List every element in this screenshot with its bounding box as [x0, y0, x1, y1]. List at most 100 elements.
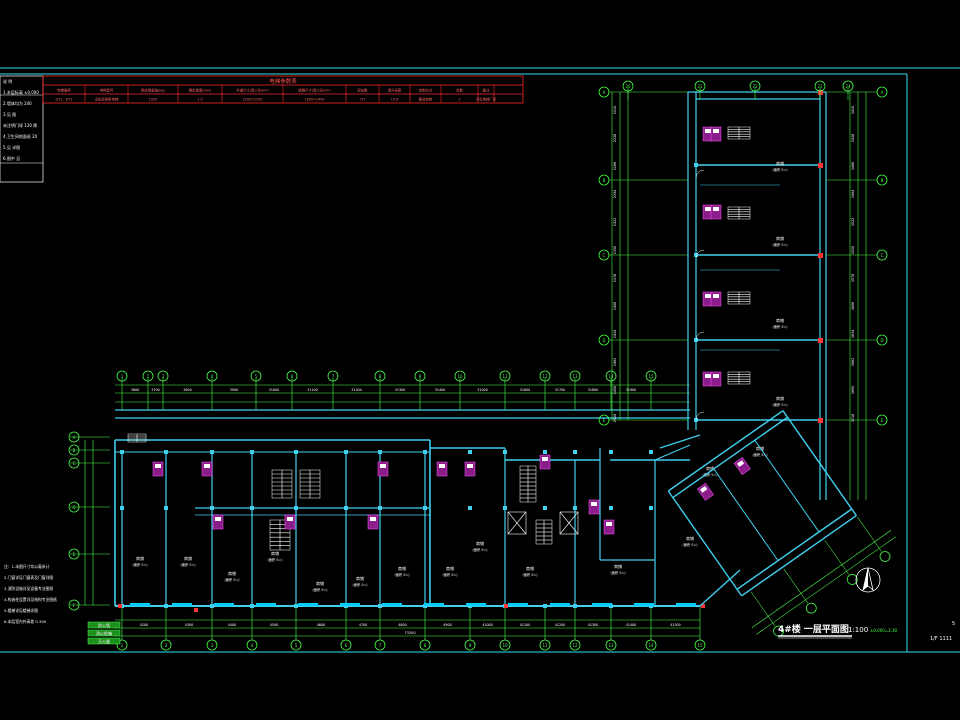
column: [250, 604, 254, 608]
bottom-note-line: 6.本层室内外高差 0.300: [4, 619, 47, 624]
room-area: (面积 S=): [752, 452, 767, 457]
bottom-note-line: 5.楼梯详见楼梯详图: [4, 608, 38, 613]
axis-bubble: [694, 80, 706, 92]
axis-bubble: [68, 444, 80, 456]
dimension-text: 3634: [851, 330, 855, 338]
axis-label: 9: [469, 643, 472, 648]
fixture-core: [155, 464, 161, 468]
window: [130, 603, 150, 606]
room-label: 商铺: [776, 395, 784, 401]
drawing-title-block: 4#楼 一层平面图 1:100 ±0.000=3.30 1/F 1111 5: [778, 621, 955, 642]
table-head-cell: 提升高度: [388, 88, 402, 93]
axis-bubble: [414, 370, 426, 382]
table-data-cell: 无机房乘客电梯: [95, 97, 119, 102]
drawing-frame: [0, 67, 960, 653]
fixture: [539, 454, 551, 470]
left-note-line: 1.本层标高 ±0.000: [3, 89, 39, 95]
column: [378, 604, 382, 608]
axis-bubble: [569, 639, 581, 651]
axis-label: C: [881, 253, 884, 258]
axis-label: 5: [295, 643, 298, 648]
window: [298, 603, 318, 606]
rotated-axis-bubble: [773, 625, 784, 637]
room-label: 商铺: [228, 570, 236, 576]
window: [508, 603, 528, 606]
window: [214, 603, 234, 606]
axis-label: 6: [291, 374, 294, 379]
rotated-wall: [782, 410, 857, 516]
window: [550, 603, 570, 606]
axis-bubble: [340, 639, 352, 651]
dimension-text: 31900: [626, 388, 637, 392]
legend-item-2: 消火栓箱: [96, 630, 112, 636]
axis-bubble: [157, 370, 169, 382]
axis-label: 6: [345, 643, 348, 648]
dimension-text: 3522: [851, 218, 855, 226]
axis-label: 8: [379, 374, 382, 379]
column: [378, 506, 382, 510]
dimension-text: 3690: [851, 386, 855, 394]
dimension-text: 2350: [613, 246, 617, 254]
axis-label: 1: [121, 374, 124, 379]
dimension-text: 4800: [398, 623, 406, 627]
axis-bubble: [290, 639, 302, 651]
left-note-line: 说 明: [3, 78, 12, 84]
axis-bubble: [605, 370, 617, 382]
room-label: 商铺: [446, 565, 454, 571]
axis-bubble: [206, 370, 218, 382]
window: [592, 603, 612, 606]
axis-bubble: [374, 370, 386, 382]
wing-marker: [818, 418, 823, 423]
dimension-text: 4700: [359, 623, 367, 627]
door-swing: [695, 331, 705, 341]
room-area: (面积 S=): [702, 472, 717, 477]
dimension-text: 31700: [555, 388, 566, 392]
fixture-core: [439, 464, 445, 468]
axis-label: E: [881, 418, 884, 423]
axis-label: 2: [165, 643, 168, 648]
column: [120, 506, 124, 510]
door-swing: [695, 411, 705, 421]
dimension-text: 31300: [395, 388, 406, 392]
column: [649, 506, 653, 510]
axis-bubble: [645, 639, 657, 651]
dimension-text: 3438: [851, 134, 855, 142]
column: [543, 450, 547, 454]
fixture: [377, 461, 389, 477]
table-data-cell: 7/7: [360, 98, 365, 102]
elevator-shaft: [507, 511, 527, 535]
column: [423, 506, 427, 510]
rotated-wall: [667, 410, 784, 492]
north-arrow-icon: [855, 567, 881, 593]
axis-label: A: [73, 435, 76, 440]
room-label: 商铺: [706, 465, 714, 471]
column: [694, 253, 698, 257]
rotated-fixture-core: [700, 485, 708, 493]
table-head-cell: 台数: [456, 88, 463, 93]
room-area: (面积 S=): [394, 572, 409, 577]
fixture-core: [370, 517, 376, 521]
room-area: (面积 S=): [312, 587, 327, 592]
axis-bubble: [842, 80, 854, 92]
axis-bubble: [569, 370, 581, 382]
axis-label: 11: [542, 643, 548, 648]
rotated-fixture-core: [736, 460, 745, 467]
wing-marker: [818, 253, 823, 258]
fixture-core: [713, 129, 719, 133]
table-data-cell: 2: [458, 98, 460, 102]
dimension-text: 41300: [588, 623, 599, 627]
column: [250, 506, 254, 510]
axis-bubble: [250, 370, 262, 382]
axis-label: 20: [625, 84, 631, 89]
table-head-cell: 电梯型号: [100, 88, 114, 93]
room-label: 商铺: [614, 563, 622, 569]
rotated-wall: [713, 468, 779, 561]
dimension-text: 3600: [131, 388, 139, 392]
bottom-note-line: 注：1.本图尺寸均以毫米计: [4, 564, 50, 569]
dimension-text: 41500: [670, 623, 681, 627]
room-label: 商铺: [271, 550, 279, 556]
dimension-text: 31000: [269, 388, 280, 392]
axis-bubble: [694, 639, 706, 651]
rotated-axis-line: [857, 517, 882, 552]
